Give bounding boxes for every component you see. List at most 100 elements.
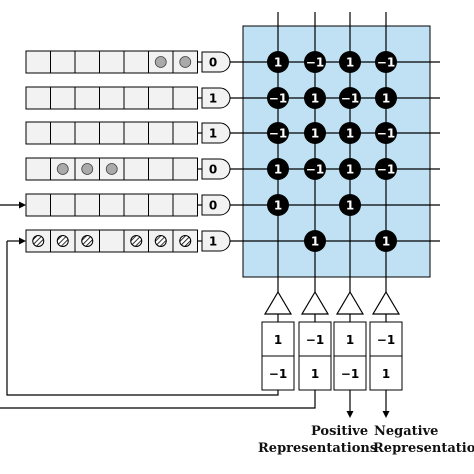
- register-cell: [99, 50, 125, 74]
- register-cell: [172, 86, 198, 110]
- output-bottom-value: −1: [341, 367, 359, 381]
- register-cell: [50, 193, 76, 217]
- weight-node: −1: [267, 87, 289, 109]
- output-bottom-value: 1: [382, 367, 390, 381]
- register-cell: [99, 193, 125, 217]
- positive-label-line2: Representations: [258, 441, 378, 456]
- register-cell: [172, 157, 198, 181]
- weight-node-label: −1: [306, 163, 324, 177]
- column-output: −11: [369, 290, 403, 391]
- hatched-dot: [32, 235, 45, 247]
- weight-node-label: 1: [382, 92, 390, 106]
- weight-node-circle: [375, 230, 397, 252]
- weight-node-label: −1: [341, 92, 359, 106]
- weight-node-label: −1: [269, 127, 287, 141]
- register-cell: [74, 50, 100, 74]
- negative-label-line2: Representation: [373, 441, 474, 456]
- weight-node-circle: [267, 51, 289, 73]
- register-cell: [25, 121, 51, 145]
- weight-node-label: −1: [377, 163, 395, 177]
- weight-node: 1: [339, 122, 361, 144]
- register-cell: [74, 86, 100, 110]
- weight-node-circle: [304, 230, 326, 252]
- feedback-loop-outer: [6, 241, 279, 396]
- register-row: 1: [25, 86, 231, 110]
- weight-node-circle: [267, 87, 289, 109]
- weight-node-label: −1: [306, 56, 324, 70]
- weight-node-label: 1: [274, 199, 282, 213]
- column-output: −11: [298, 290, 332, 391]
- weight-node: −1: [267, 122, 289, 144]
- weight-node-circle: [304, 122, 326, 144]
- output-bit: 1: [209, 92, 217, 106]
- weight-node: −1: [339, 87, 361, 109]
- output-top-value: 1: [274, 333, 282, 347]
- weight-node-circle: [339, 51, 361, 73]
- register-cell: [99, 86, 125, 110]
- weight-node: 1: [304, 87, 326, 109]
- weight-node: −1: [375, 158, 397, 180]
- weight-node: 1: [339, 51, 361, 73]
- output-bit: 0: [209, 163, 217, 177]
- output-bottom-value: 1: [311, 367, 319, 381]
- register-cell: [74, 121, 100, 145]
- weight-node-circle: [267, 158, 289, 180]
- weight-node-circle: [304, 51, 326, 73]
- register-cell: [172, 193, 198, 217]
- weight-node-circle: [304, 158, 326, 180]
- register-cell: [148, 193, 174, 217]
- weight-node-label: −1: [377, 56, 395, 70]
- weight-node-circle: [339, 87, 361, 109]
- weight-node-label: −1: [269, 92, 287, 106]
- register-cell: [99, 121, 125, 145]
- weight-node-label: 1: [274, 163, 282, 177]
- hatched-dot: [130, 235, 143, 247]
- weight-node-circle: [375, 51, 397, 73]
- weight-node-circle: [375, 87, 397, 109]
- weight-node-circle: [375, 122, 397, 144]
- column-output: 1−1: [333, 290, 367, 391]
- register-row: 0: [25, 50, 231, 74]
- weight-node: −1: [375, 122, 397, 144]
- output-bit: 1: [209, 235, 217, 249]
- weight-node: −1: [304, 51, 326, 73]
- weight-node-label: 1: [346, 163, 354, 177]
- output-bit: 0: [209, 56, 217, 70]
- weight-node: 1: [267, 194, 289, 216]
- gray-dot: [105, 163, 118, 175]
- hatched-dot: [56, 235, 69, 247]
- positive-label-line1: Positive: [311, 424, 369, 439]
- output-gate: [201, 158, 231, 180]
- register-cell: [123, 86, 149, 110]
- register-cell: [25, 193, 51, 217]
- gray-dot: [179, 56, 192, 68]
- weight-node-label: 1: [346, 199, 354, 213]
- output-arrow-head: [382, 411, 390, 418]
- output-bottom-value: −1: [269, 367, 287, 381]
- weight-node-label: 1: [311, 127, 319, 141]
- weight-node: 1: [304, 230, 326, 252]
- gray-dot: [154, 56, 167, 68]
- weight-node: 1: [375, 230, 397, 252]
- register-cell: [50, 50, 76, 74]
- amplifier-triangle: [263, 290, 293, 315]
- register-cell: [123, 121, 149, 145]
- amplifier-triangle: [335, 290, 365, 315]
- feedback-arrow-head: [19, 237, 26, 245]
- weight-node: 1: [339, 158, 361, 180]
- feedback-layer: [0, 241, 316, 409]
- weight-node-circle: [339, 122, 361, 144]
- weight-node-circle: [339, 194, 361, 216]
- register-cell: [148, 86, 174, 110]
- output-bit: 1: [209, 127, 217, 141]
- weight-node-label: 1: [311, 235, 319, 249]
- hatched-dot: [81, 235, 94, 247]
- gray-dot: [81, 163, 94, 175]
- amplifier-triangle: [371, 290, 401, 315]
- amplifier-triangle: [300, 290, 330, 315]
- register-cell: [123, 50, 149, 74]
- register-cell: [25, 50, 51, 74]
- weight-node-circle: [267, 122, 289, 144]
- register-cell: [25, 157, 51, 181]
- output-bit: 0: [209, 199, 217, 213]
